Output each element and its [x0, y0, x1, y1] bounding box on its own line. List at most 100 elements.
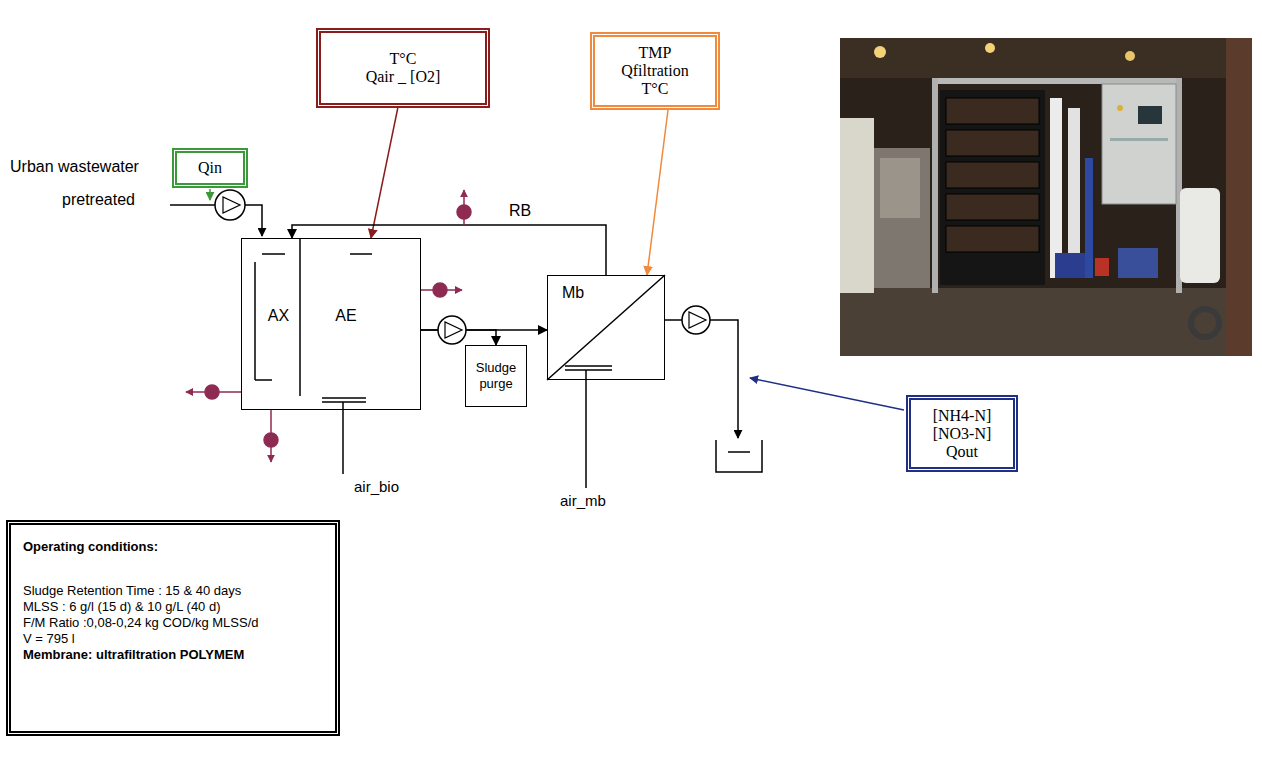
water-level [262, 253, 285, 255]
photo-frame [932, 78, 938, 293]
bioreactor-tank: AXAE [241, 238, 421, 410]
photo-lamp [874, 46, 886, 58]
permeate-pipe [665, 320, 738, 438]
leader-line [750, 378, 904, 410]
part-label: Urban wastewater [10, 158, 139, 176]
sampling-arrow [463, 190, 465, 205]
sensor-box: TMPQfiltrationT°C [590, 32, 720, 110]
tank-internals [255, 238, 372, 474]
photo-pipe [1226, 38, 1252, 356]
sampling-point [264, 410, 278, 462]
plant-photo [840, 38, 1252, 356]
baffle [254, 262, 256, 380]
node-text: V = 795 l [23, 631, 323, 647]
node-text: TMP [639, 44, 672, 62]
pump-symbol [682, 306, 710, 334]
sampling-point [433, 283, 447, 297]
diffuser [565, 369, 612, 371]
photo-pump [1055, 253, 1085, 278]
pump-symbol [682, 306, 710, 334]
node-text: Qair _ [O2] [366, 68, 441, 86]
flow-connector [292, 225, 606, 275]
photo-floor [840, 288, 1252, 356]
sampling-stem [270, 410, 272, 433]
water-level [728, 451, 750, 453]
pump-symbol [438, 316, 466, 344]
node-text: Qfiltration [621, 62, 689, 80]
sampling-point [205, 385, 219, 399]
node-text: Qout [946, 443, 978, 461]
pipe [710, 320, 738, 438]
membrane-module: Mb [547, 275, 665, 380]
diffuser [322, 397, 366, 399]
photo-lamp [985, 43, 995, 53]
pump-symbol [438, 316, 466, 344]
pipe [665, 319, 682, 321]
photo-tube [1050, 98, 1062, 278]
photo-control-cabinet [1102, 84, 1176, 204]
node-text: T°C [390, 50, 417, 68]
photo-indicator [1117, 105, 1123, 111]
photo-pump [1095, 258, 1109, 276]
pump-symbol [223, 197, 240, 213]
flow-connector [371, 108, 398, 238]
diffuser [565, 365, 612, 367]
sampling-point [264, 433, 278, 447]
diffuser [322, 401, 366, 403]
air-line [342, 402, 344, 474]
sampling-arrow [186, 391, 205, 393]
node-text: Sludge Retention Time : 15 & 40 days [23, 583, 323, 599]
node-text: Membrane: ultrafiltration POLYMEM [23, 647, 323, 663]
node-text: [NH4-N] [933, 407, 992, 425]
node-text: F/M Ratio :0,08-0,24 kg COD/kg MLSS/d [23, 615, 323, 631]
node-text: Sludge purge [470, 360, 522, 392]
sensor-box: Qin [172, 148, 248, 188]
flow-connector [647, 110, 668, 275]
photo-lamp [1125, 51, 1135, 61]
plant-photo [840, 38, 1252, 356]
membrane-internals [547, 275, 665, 488]
sensor-box: T°CQair _ [O2] [316, 28, 490, 108]
node-text: MLSS : 6 g/l (15 d) & 10 g/L (40 d) [23, 599, 323, 615]
operating-conditions-box: Operating conditions: Sludge Retention Ti… [6, 520, 340, 736]
photo-unit [880, 158, 920, 218]
pump-symbol [689, 312, 706, 328]
leader-line [209, 189, 211, 200]
pump-symbol [215, 190, 245, 220]
photo-tank [1180, 188, 1220, 283]
node-text: Qin [198, 159, 222, 177]
photo-pump [1118, 248, 1158, 278]
photo-plate [946, 98, 1039, 124]
node-text: Operating conditions: [23, 539, 323, 555]
photo-pipe [1085, 158, 1093, 278]
node-text: [NO3-N] [933, 425, 992, 443]
photo-panel [940, 90, 1045, 285]
sludge-purge-box: Sludge purge [465, 345, 527, 407]
sensor-box: [NH4-N][NO3-N]Qout [906, 395, 1018, 472]
photo-plate [946, 194, 1039, 220]
photo-tube [1068, 108, 1080, 278]
pump-symbol [215, 190, 245, 220]
photo-display [1138, 106, 1162, 124]
effluent-tank [716, 440, 762, 472]
part-label: air_bio [354, 478, 399, 495]
divider-wall [299, 238, 301, 396]
photo-unit [874, 148, 930, 288]
part-label: air_mb [560, 492, 606, 509]
photo-plate [946, 162, 1039, 188]
pipe [170, 204, 215, 206]
edge-label: RB [506, 202, 534, 220]
membrane-line [547, 275, 665, 380]
photo-detail [1110, 138, 1168, 141]
pump-symbol [445, 322, 462, 338]
node-text: Mb [562, 284, 584, 302]
sampling-point [457, 205, 471, 219]
node-text: AE [301, 307, 391, 325]
node-text: AX [256, 307, 301, 325]
sampling-stem [219, 391, 241, 393]
sampling-arrow [270, 447, 272, 462]
water-level [350, 253, 372, 255]
sampling-point [186, 385, 241, 399]
